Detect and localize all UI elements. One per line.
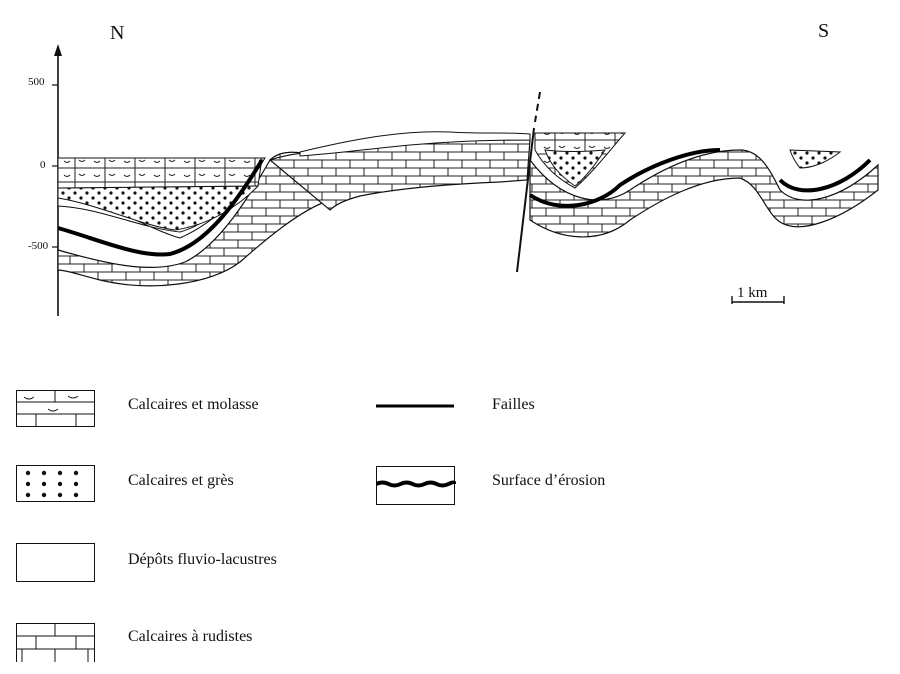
limestone-molasse-swatch	[16, 390, 95, 427]
legend-label: Dépôts fluvio-lacustres	[128, 551, 277, 568]
legend-label: Calcaires et molasse	[128, 396, 259, 413]
right-synclines	[528, 132, 879, 238]
fault-line-swatch	[376, 404, 454, 408]
erosion-surface-swatch	[376, 466, 456, 505]
scale-label: 1 km	[737, 285, 768, 301]
legend-label: Failles	[492, 396, 535, 413]
blank-swatch	[16, 543, 95, 582]
fault	[516, 91, 541, 273]
legend-label: Calcaires à rudistes	[128, 628, 253, 645]
central-anticline	[268, 131, 531, 211]
y-tick-label: 500	[28, 76, 45, 88]
south-label: S	[818, 20, 830, 42]
dotted-sandstone-swatch	[16, 465, 95, 502]
brick-limestone-swatch	[16, 623, 95, 662]
left-syncline	[57, 151, 331, 287]
legend-label: Calcaires et grès	[128, 472, 234, 489]
scale-bar	[731, 296, 785, 304]
y-tick-label: 0	[40, 159, 46, 171]
geological-cross-section: N S 500 0 -500 1 km	[0, 0, 900, 330]
legend-label: Surface d’érosion	[492, 472, 606, 489]
cross-section-drawing	[52, 44, 879, 316]
y-tick-label: -500	[28, 240, 49, 252]
north-label: N	[110, 22, 125, 44]
